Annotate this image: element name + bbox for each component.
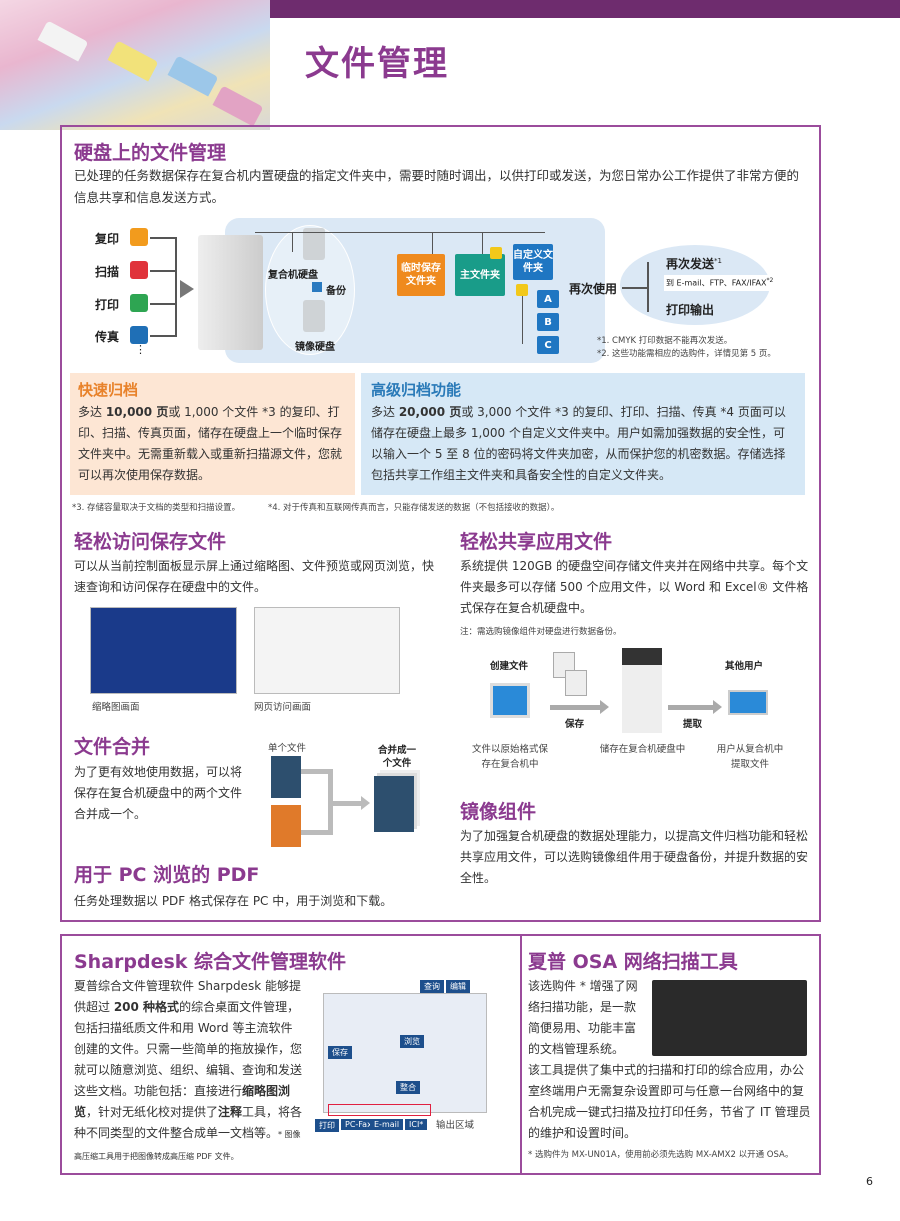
fetch-label: 提取 bbox=[683, 719, 703, 730]
tag-save: 保存 bbox=[328, 1046, 352, 1059]
more-icon: ⋮ bbox=[135, 343, 146, 356]
web-access-screen-image bbox=[254, 607, 400, 694]
share-caption-2: 储存在复合机硬盘中 bbox=[599, 744, 686, 755]
tag-print: 打印 bbox=[315, 1119, 339, 1132]
tag-edit: 编辑 bbox=[446, 980, 470, 993]
sharpdesk-heading: Sharpdesk 综合文件管理软件 bbox=[74, 951, 347, 973]
osa-note: * 选购件为 MX-UN01A，使用前必须先选购 MX-AMX2 以开通 OSA… bbox=[528, 1150, 794, 1160]
arrow-icon bbox=[361, 796, 370, 810]
fax-icon bbox=[130, 326, 148, 344]
quick-archive-box: 快速归档 多达 10,000 页或 1,000 个文件 *3 的复印、打印、扫描… bbox=[70, 373, 355, 495]
tag-ici: ICI* bbox=[405, 1119, 428, 1130]
mfp-image bbox=[198, 235, 263, 350]
sub-folder-b: B bbox=[537, 313, 559, 331]
temp-folder: 临时保存文件夹 bbox=[397, 254, 445, 296]
lock-icon bbox=[516, 284, 528, 296]
advanced-text: 多达 20,000 页或 3,000 个文件 *3 的复印、打印、扫描、传真 *… bbox=[371, 405, 786, 482]
main-panel bbox=[60, 125, 821, 922]
input-print: 打印 bbox=[95, 298, 120, 312]
thumbnail-screen-image bbox=[90, 607, 237, 694]
laptop-icon bbox=[728, 690, 768, 715]
pdf-text: 任务处理数据以 PDF 格式保存在 PC 中，用于浏览和下载。 bbox=[74, 894, 393, 908]
quick-heading: 快速归档 bbox=[78, 381, 139, 399]
share-heading: 轻松共享应用文件 bbox=[460, 531, 613, 553]
print-output-label: 打印输出 bbox=[666, 303, 715, 317]
single-file-label: 单个文件 bbox=[268, 743, 307, 754]
sub-folder-c: C bbox=[537, 336, 559, 354]
backup-arrow-icon bbox=[312, 282, 322, 292]
resend-label: 再次发送*1 bbox=[666, 257, 722, 271]
thumbnail-caption: 缩略图画面 bbox=[92, 702, 140, 713]
file-thumbnail bbox=[271, 805, 301, 847]
save-label: 保存 bbox=[565, 719, 585, 730]
scan-icon bbox=[130, 261, 148, 279]
osa-text-1: 该选购件 * 增强了网络扫描功能，是一款简便易用、功能丰富的文档管理系统。 bbox=[528, 979, 638, 1056]
pdf-heading: 用于 PC 浏览的 PDF bbox=[74, 864, 260, 886]
tag-combine: 整合 bbox=[396, 1081, 420, 1094]
arrow-icon bbox=[600, 700, 609, 714]
custom-folder: 自定义文件夹 bbox=[513, 244, 553, 280]
access-heading: 轻松访问保存文件 bbox=[74, 531, 227, 553]
disk-main-label: 复合机硬盘 bbox=[268, 270, 318, 281]
lock-icon bbox=[490, 247, 502, 259]
header-folders-image bbox=[0, 0, 270, 130]
backup-label: 备份 bbox=[326, 286, 346, 297]
osa-text-2: 该工具提供了集中式的扫描和打印的综合应用，办公室终端用户无需复杂设置即可与任意一… bbox=[528, 1063, 811, 1140]
advanced-archive-box: 高级归档功能 多达 20,000 页或 3,000 个文件 *3 的复印、打印、… bbox=[361, 373, 805, 495]
osa-panel bbox=[520, 934, 821, 1175]
hdd-note-2: *2. 这些功能需相应的选购件，详情见第 5 页。 bbox=[597, 349, 776, 359]
merge-text: 为了更有效地使用数据，可以将保存在复合机硬盘中的两个文件合并成一个。 bbox=[74, 765, 243, 821]
share-caption-1: 文件以原始格式保存在复合机中 bbox=[471, 744, 548, 770]
resend-detail: 到 E-mail、FTP、FAX/IFAX*2 bbox=[664, 275, 776, 291]
page-number: 6 bbox=[866, 1175, 873, 1188]
arrow-icon bbox=[180, 280, 194, 298]
disk-mirror-label: 镜像硬盘 bbox=[295, 342, 335, 353]
merge-heading: 文件合并 bbox=[74, 736, 151, 758]
tag-search: 查询 bbox=[420, 980, 444, 993]
merged-file-thumbnail bbox=[374, 776, 414, 832]
other-users-label: 其他用户 bbox=[725, 661, 764, 672]
mirror-text: 为了加强复合机硬盘的数据处理能力，以提高文件归档功能和轻松共享应用文件，可以选购… bbox=[460, 829, 809, 885]
input-scan: 扫描 bbox=[95, 265, 120, 279]
file-thumbnail bbox=[271, 756, 301, 798]
merged-label: 合并成一个文件 bbox=[377, 745, 416, 769]
reuse-label: 再次使用 bbox=[569, 282, 618, 296]
copy-icon bbox=[130, 228, 148, 246]
sharpdesk-text: 夏普综合文件管理软件 Sharpdesk 能够提供超过 200 种格式的综合桌面… bbox=[74, 979, 303, 1161]
tag-pcfax: PC-Fax bbox=[341, 1119, 376, 1130]
page-title: 文件管理 bbox=[305, 44, 449, 84]
main-folder: 主文件夹 bbox=[455, 254, 505, 296]
mirror-heading: 镜像组件 bbox=[460, 801, 537, 823]
mfp-image bbox=[622, 648, 662, 733]
hdd-icon bbox=[303, 228, 325, 260]
footnote-4: *4. 对于传真和互联网传真而言，只能存储发送的数据（不包括接收的数据）。 bbox=[268, 503, 560, 513]
quick-text: 多达 10,000 页或 1,000 个文件 *3 的复印、打印、扫描、传真页面… bbox=[78, 405, 343, 482]
create-file-label: 创建文件 bbox=[490, 661, 529, 672]
advanced-heading: 高级归档功能 bbox=[371, 381, 462, 399]
arrow-icon bbox=[713, 700, 722, 714]
web-caption: 网页访问画面 bbox=[254, 702, 312, 713]
access-text: 可以从当前控制面板显示屏上通过缩略图、文件预览或网页浏览，快速查询和访问保存在硬… bbox=[74, 559, 435, 594]
tag-email: E-mail bbox=[370, 1119, 404, 1130]
input-copy: 复印 bbox=[95, 232, 120, 246]
excel-doc-icon bbox=[565, 670, 587, 696]
share-text: 系统提供 120GB 的硬盘空间存储文件夹并在网络中共享。每个文件夹最多可以存储… bbox=[460, 559, 809, 615]
osa-heading: 夏普 OSA 网络扫描工具 bbox=[528, 951, 738, 973]
mirror-hdd-icon bbox=[303, 300, 325, 332]
hdd-intro: 已处理的任务数据保存在复合机内置硬盘的指定文件夹中，需要时随时调出，以供打印或发… bbox=[74, 168, 800, 205]
share-note: 注：需选购镜像组件对硬盘进行数据备份。 bbox=[460, 627, 622, 637]
osa-screenshot bbox=[652, 980, 807, 1056]
tag-browse: 浏览 bbox=[400, 1035, 424, 1048]
hdd-heading: 硬盘上的文件管理 bbox=[74, 142, 227, 164]
input-fax: 传真 bbox=[95, 330, 120, 344]
sub-folder-a: A bbox=[537, 290, 559, 308]
desktop-pc-icon bbox=[490, 683, 530, 718]
share-caption-3: 用户从复合机中提取文件 bbox=[716, 744, 784, 770]
footnote-3: *3. 存储容量取决于文档的类型和扫描设置。 bbox=[72, 503, 241, 513]
output-area-label: 输出区域 bbox=[436, 1120, 475, 1131]
header-bar bbox=[270, 0, 900, 18]
hdd-note-1: *1. CMYK 打印数据不能再次发送。 bbox=[597, 336, 733, 346]
print-icon bbox=[130, 294, 148, 312]
